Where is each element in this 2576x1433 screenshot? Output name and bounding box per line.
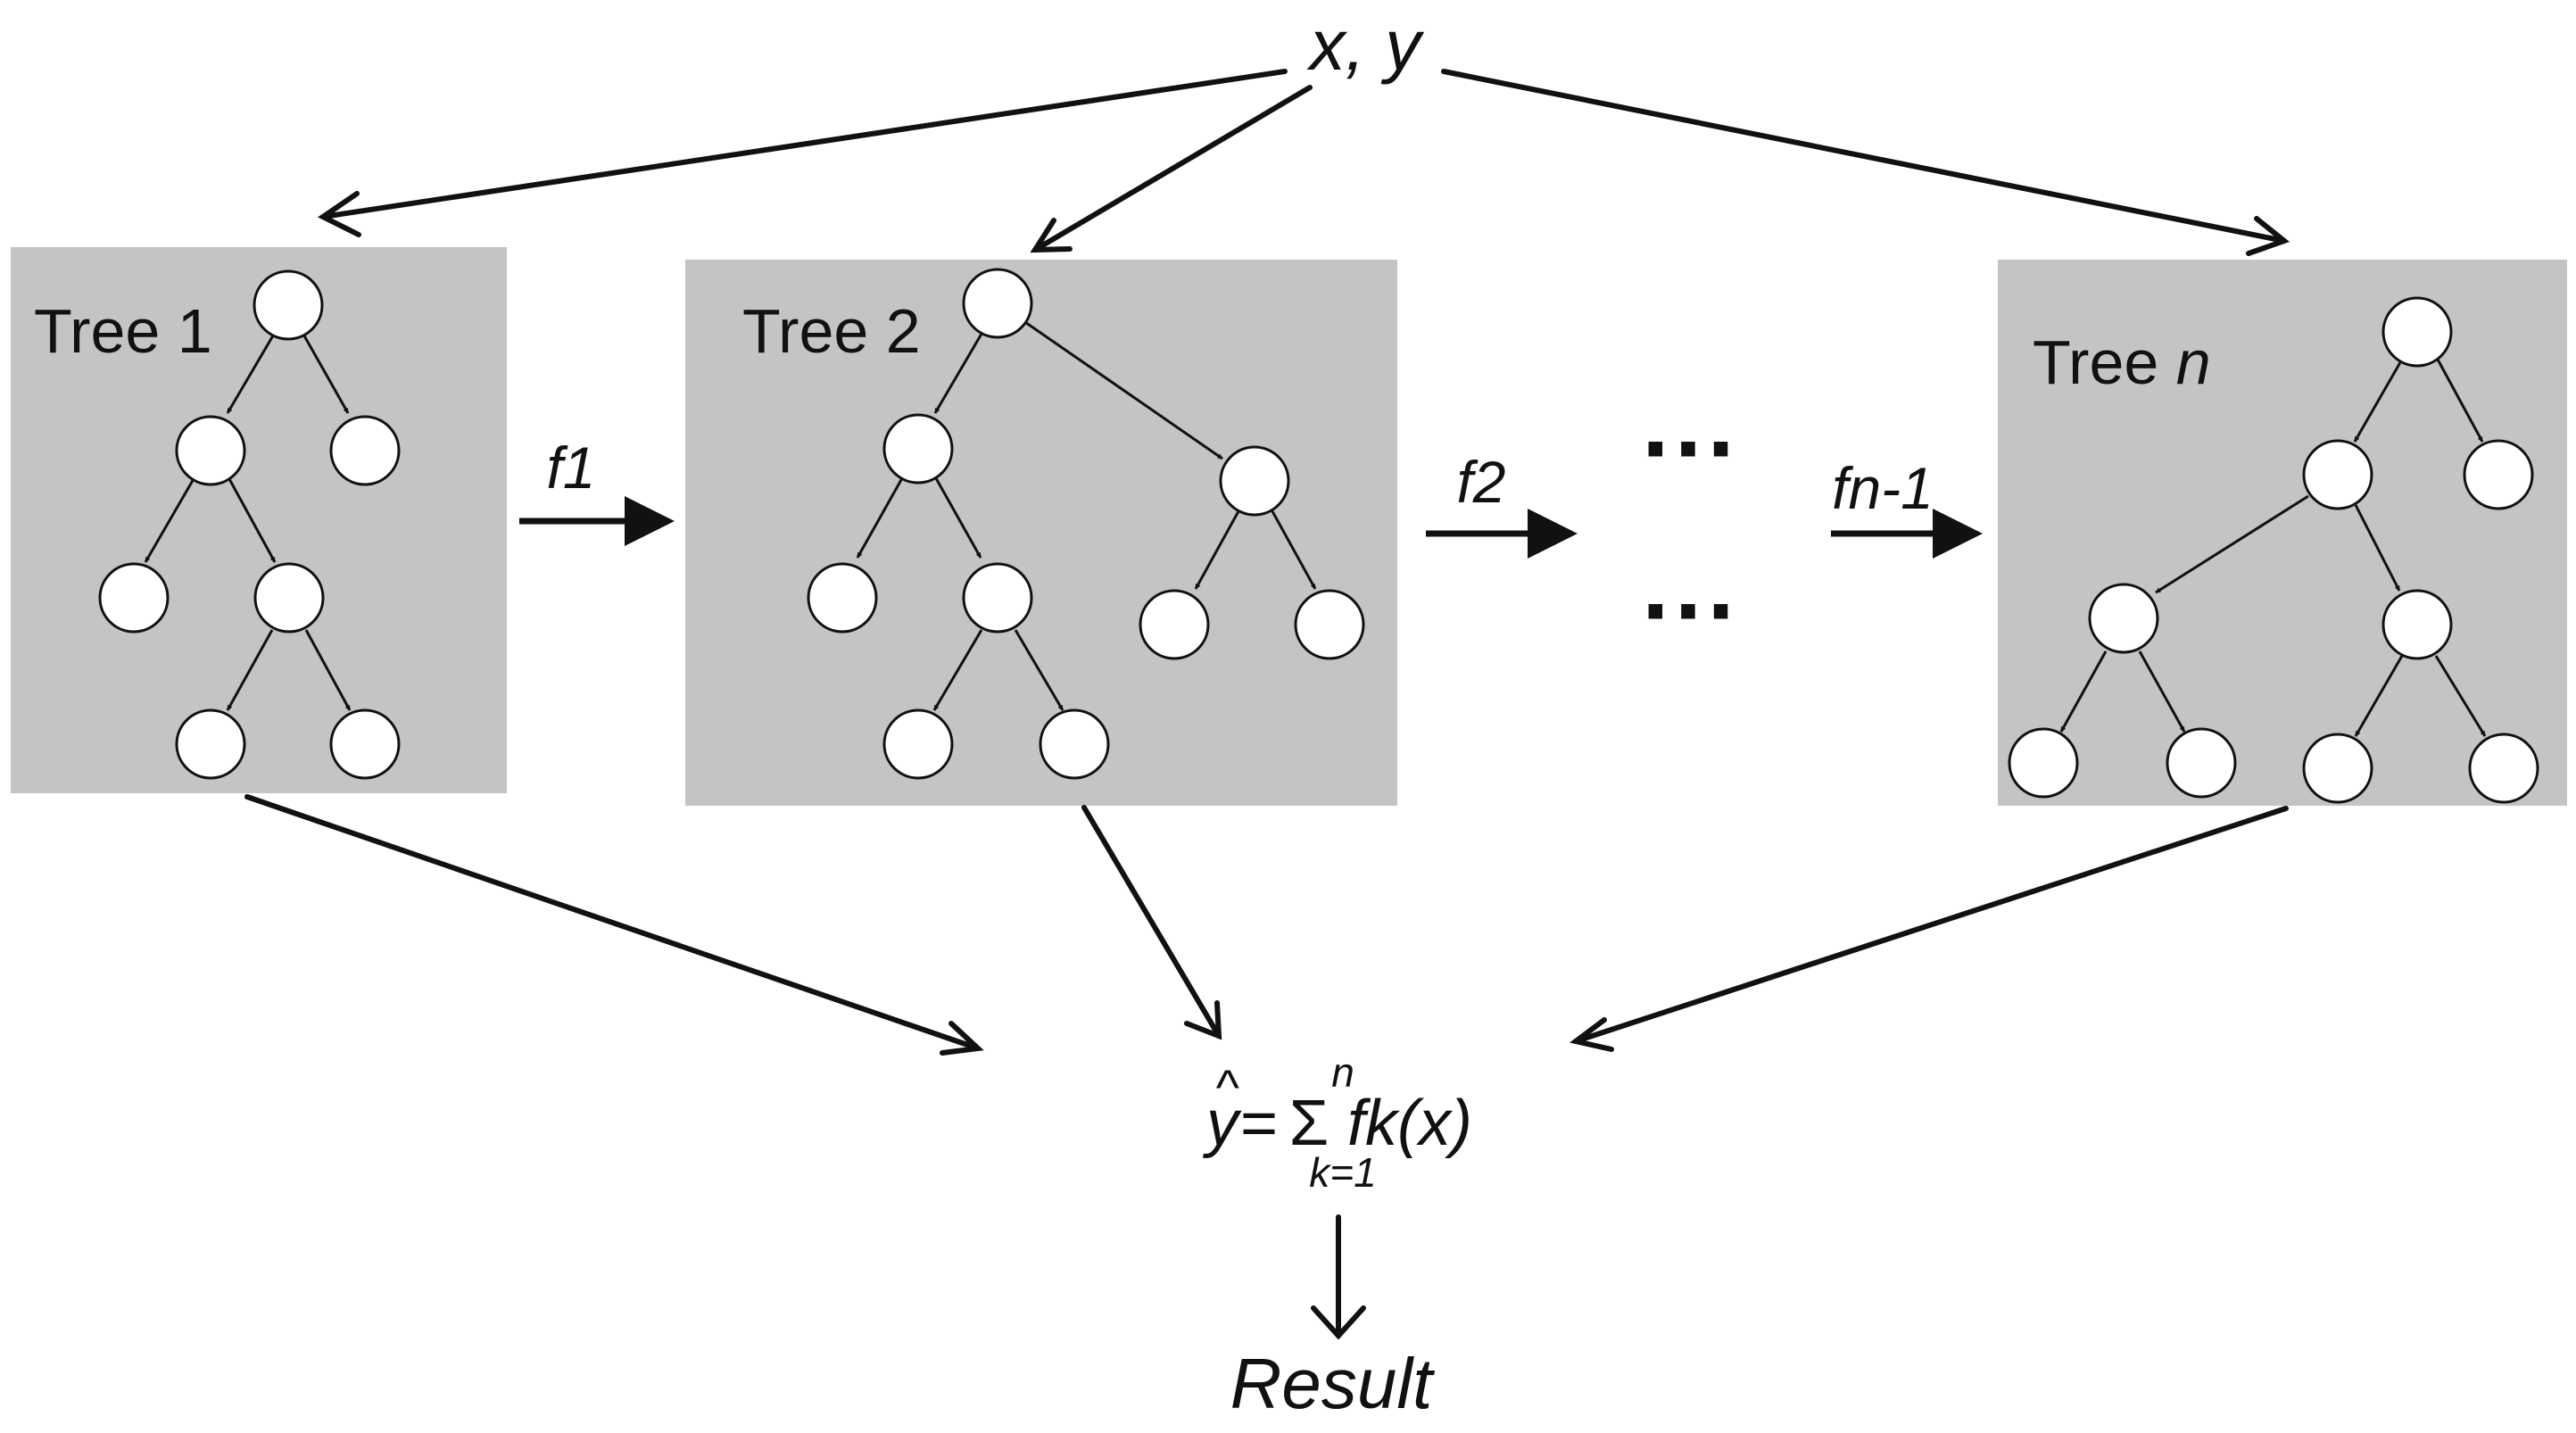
result-label: Result bbox=[1230, 1344, 1436, 1423]
tree-node bbox=[253, 269, 324, 341]
tree-node bbox=[1219, 445, 1290, 517]
formula-sigma: Σ bbox=[1289, 1088, 1329, 1159]
tree-node bbox=[807, 562, 878, 634]
tree-2-title: Tree 2 bbox=[742, 296, 921, 366]
function-label-f1: f1 bbox=[546, 435, 595, 501]
tree-node bbox=[2302, 733, 2373, 804]
ellipsis-top: ··· bbox=[1642, 393, 1740, 503]
function-arrow-fn-1 bbox=[1831, 509, 1983, 559]
tree-node bbox=[962, 562, 1033, 634]
tree-node bbox=[882, 708, 954, 780]
tree-n-title: Tree n bbox=[2033, 327, 2211, 397]
input-arrow-tree-1 bbox=[320, 69, 1288, 220]
tree-node bbox=[882, 413, 954, 485]
function-label-f2: f2 bbox=[1456, 449, 1505, 515]
tree-2-graph bbox=[807, 268, 1365, 780]
output-arrow-tree-2 bbox=[1081, 805, 1222, 1039]
tree-node bbox=[2166, 727, 2237, 799]
tree-node bbox=[962, 268, 1033, 339]
tree-2-panel bbox=[685, 260, 1397, 806]
tree-node bbox=[2468, 733, 2539, 804]
formula-lhs: y bbox=[1202, 1088, 1242, 1159]
tree-node bbox=[2381, 296, 2453, 368]
tree-node bbox=[1039, 708, 1110, 780]
tree-node bbox=[2088, 583, 2159, 654]
tree-1-title: Tree 1 bbox=[34, 296, 212, 366]
formula-equals: = bbox=[1240, 1088, 1278, 1159]
tree-1-panel bbox=[11, 247, 507, 793]
function-arrow-f1 bbox=[519, 496, 675, 546]
tree-node bbox=[1139, 589, 1210, 660]
output-arrow-tree-n bbox=[1573, 806, 2289, 1044]
function-arrow-f2 bbox=[1426, 509, 1578, 559]
tree-node bbox=[2463, 439, 2534, 510]
tree-n-graph bbox=[2008, 296, 2539, 804]
function-label-fn-1: fn-1 bbox=[1832, 455, 1934, 521]
formula-lower-limit: k=1 bbox=[1309, 1149, 1376, 1196]
tree-node bbox=[2302, 439, 2373, 510]
tree-node bbox=[253, 562, 325, 634]
tree-node bbox=[1294, 589, 1365, 660]
input-label: x, y bbox=[1306, 5, 1425, 85]
output-arrows bbox=[244, 794, 2289, 1056]
input-arrow-tree-2 bbox=[1032, 85, 1313, 253]
tree-node bbox=[329, 415, 401, 486]
output-arrow-tree-1 bbox=[244, 794, 981, 1051]
tree-node bbox=[329, 708, 401, 780]
input-arrow-tree-n bbox=[1441, 69, 2287, 244]
tree-node bbox=[2008, 727, 2079, 799]
prediction-formula: ^ y = Σ n k=1 fk(x) bbox=[1202, 1049, 1472, 1196]
ellipsis-bottom: ··· bbox=[1642, 556, 1740, 666]
formula-upper-limit: n bbox=[1331, 1049, 1354, 1096]
tree-1-graph bbox=[98, 269, 401, 780]
input-arrows bbox=[318, 69, 2290, 256]
tree-node bbox=[175, 708, 246, 780]
formula-hat: ^ bbox=[1215, 1059, 1239, 1115]
result-arrow bbox=[1311, 1214, 1366, 1340]
tree-node bbox=[175, 415, 246, 486]
formula-term: fk(x) bbox=[1347, 1088, 1472, 1159]
tree-node bbox=[2381, 589, 2453, 660]
tree-node bbox=[98, 562, 170, 634]
